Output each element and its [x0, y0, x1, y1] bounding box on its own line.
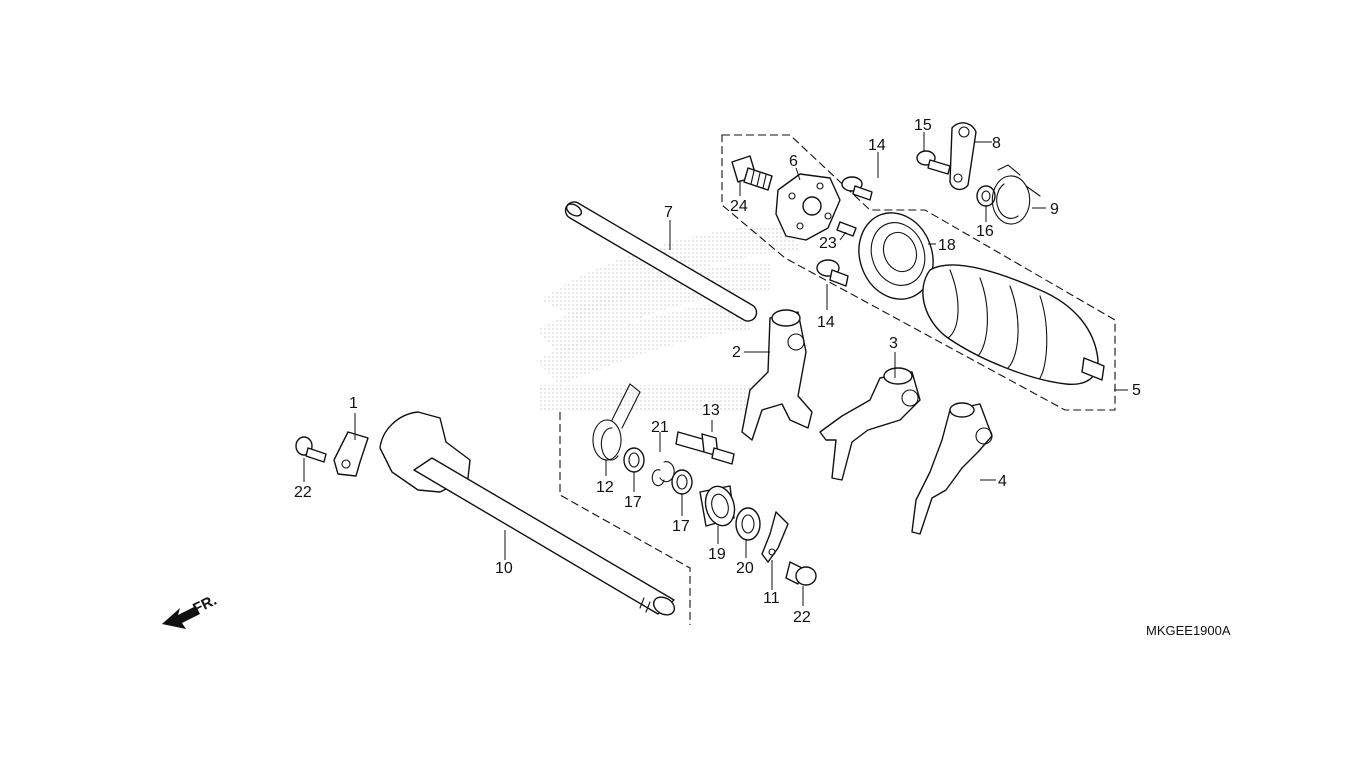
return-spring-12 [592, 383, 641, 461]
drum-center-6 [775, 173, 841, 241]
shift-fork-2 [741, 309, 813, 441]
callout-15: 15 [914, 117, 932, 134]
needle-bearing-19 [699, 485, 736, 527]
callout-1: 1 [349, 395, 358, 412]
callout-2: 2 [732, 344, 741, 361]
washer-17-upper [623, 447, 645, 473]
callout-18: 18 [938, 237, 956, 254]
callout-4: 4 [998, 473, 1007, 490]
washer-17-lower [671, 469, 693, 495]
front-direction-arrow-icon: FR. [162, 592, 219, 629]
stopper-arm-8 [949, 122, 977, 191]
callout-17-upper: 17 [624, 494, 642, 511]
callout-20: 20 [736, 560, 754, 577]
plate-11 [761, 511, 789, 563]
pin-bolt-13 [675, 431, 735, 465]
plate-1 [333, 431, 369, 477]
callout-10: 10 [495, 560, 513, 577]
callout-22-left: 22 [294, 484, 312, 501]
callout-12: 12 [596, 479, 614, 496]
callout-6: 6 [789, 153, 798, 170]
callout-23: 23 [819, 235, 837, 252]
callout-19: 19 [708, 546, 726, 563]
bolt-15 [916, 150, 951, 175]
callout-5: 5 [1132, 382, 1141, 399]
callout-21: 21 [651, 419, 669, 436]
shift-drum-5 [922, 264, 1105, 385]
shift-fork-3 [819, 367, 921, 481]
callout-14-lower: 14 [817, 314, 835, 331]
callout-16: 16 [976, 223, 994, 240]
callouts: 1 2 3 4 5 6 7 8 9 10 11 12 13 14 14 15 1… [294, 117, 1141, 626]
bolt-22-left [295, 436, 327, 463]
bolt-24 [731, 155, 773, 191]
circlip-21 [651, 461, 675, 487]
shift-fork-4 [911, 402, 993, 535]
gearshift-spindle-10 [379, 411, 676, 616]
drum-assembly-frame [721, 134, 1116, 411]
callout-13: 13 [702, 402, 720, 419]
callout-7: 7 [664, 204, 673, 221]
callout-14-upper: 14 [868, 137, 886, 154]
oil-seal-20 [735, 507, 761, 541]
callout-8: 8 [992, 135, 1001, 152]
spring-9 [991, 164, 1041, 225]
bolt-14-lower [816, 259, 849, 287]
diagram-code: MKGEE1900A [1146, 623, 1231, 638]
callout-22-right: 22 [793, 609, 811, 626]
leader-lines [303, 132, 1128, 606]
fork-shaft-7 [564, 201, 758, 322]
pin-23 [836, 221, 857, 237]
callout-11: 11 [763, 590, 780, 607]
callout-3: 3 [889, 335, 898, 352]
bolt-14-upper [841, 176, 873, 201]
callout-24: 24 [730, 198, 748, 215]
callout-9: 9 [1050, 201, 1059, 218]
callout-17-lower: 17 [672, 518, 690, 535]
washer-16 [976, 185, 996, 207]
bolt-22-right [785, 561, 817, 586]
shift-shaft-bracket [559, 412, 691, 625]
